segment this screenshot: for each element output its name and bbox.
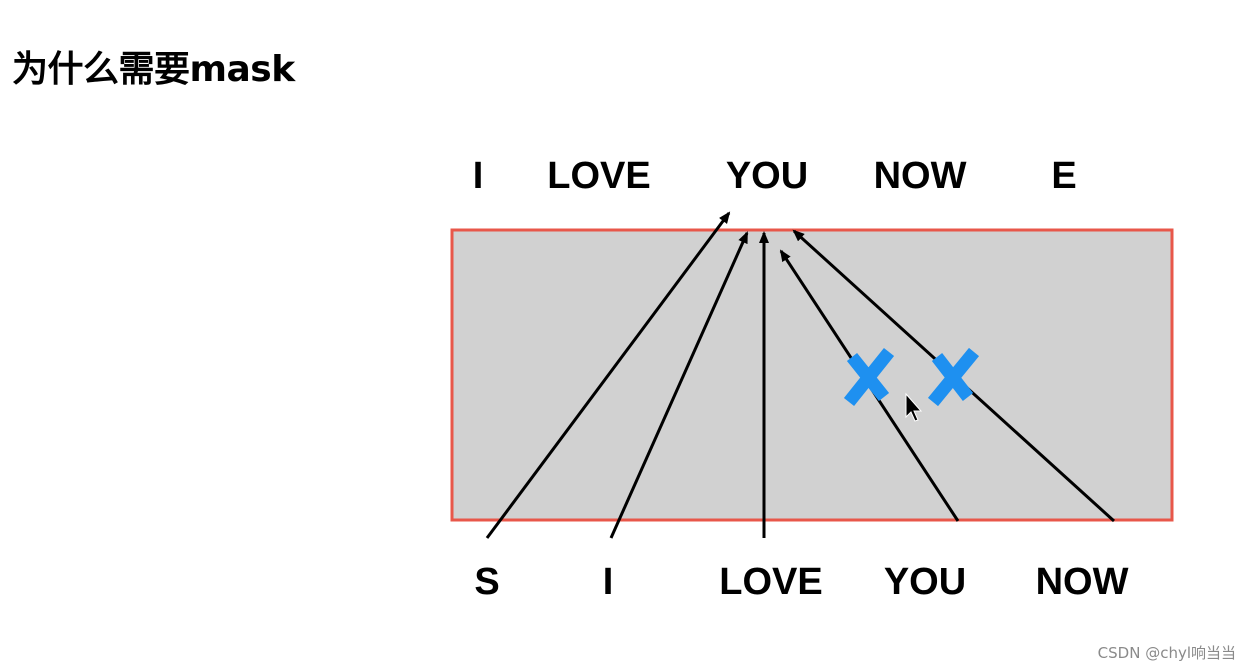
mask-cross-icon: [927, 347, 980, 407]
decoder-box: [450, 228, 1174, 522]
output-token-now: NOW: [874, 155, 967, 197]
input-token-now: NOW: [1036, 561, 1129, 603]
output-token-you: YOU: [726, 155, 808, 197]
watermark: CSDN @chyl响当当: [1097, 644, 1236, 662]
input-token-you: YOU: [884, 561, 966, 603]
attention-arrow-i: [609, 231, 749, 539]
input-token-s: S: [474, 561, 499, 603]
page-title: 为什么需要mask: [12, 49, 295, 90]
output-token-i: I: [473, 155, 484, 197]
input-token-i: I: [603, 561, 614, 603]
input-token-love: LOVE: [719, 561, 822, 603]
attention-arrow-s: [485, 211, 731, 539]
mask-cross-icon: [843, 347, 895, 407]
output-token-love: LOVE: [547, 155, 650, 197]
output-token-e: E: [1051, 155, 1076, 197]
mouse-cursor-icon: [905, 392, 923, 422]
